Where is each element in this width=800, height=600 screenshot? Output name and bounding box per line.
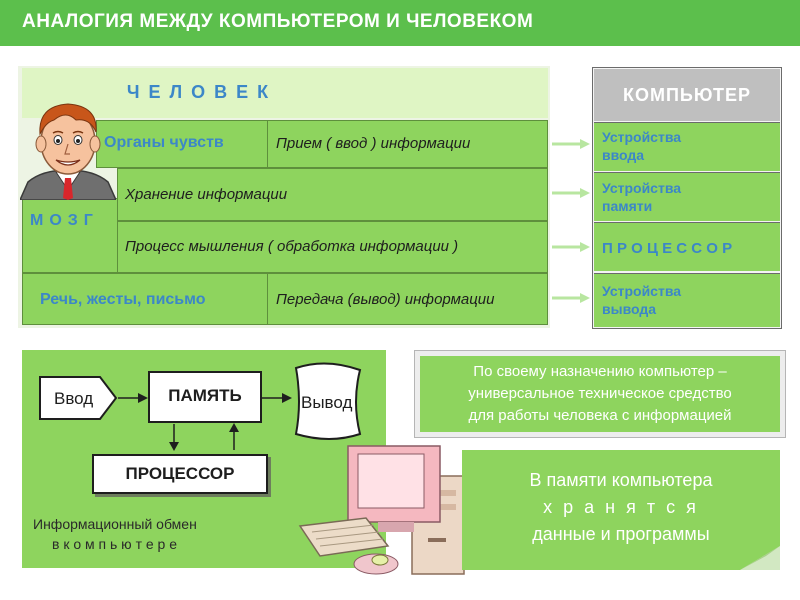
human-header-label: ЧЕЛОВЕК: [126, 82, 278, 102]
processor-block-label: ПРОЦЕССОР: [125, 464, 235, 483]
info-line1: По своему назначению компьютер –: [473, 363, 727, 380]
thinking-label: Процесс мышления ( обработка информации …: [125, 238, 459, 255]
senses-cell: [96, 120, 268, 168]
memory-note-line3: данные и программы: [532, 524, 710, 544]
scheme-caption-line2: в к о м п ь ю т е р е: [52, 536, 178, 552]
speech-cell: [22, 273, 268, 325]
info-line2: универсальное техническое средство: [468, 385, 732, 402]
memory-note-line2: х р а н я т с я: [543, 497, 699, 517]
input-block: [39, 376, 118, 420]
processor-label: П Р О Ц Е С С О Р: [602, 240, 733, 257]
brain-cell: [22, 198, 118, 273]
arrow-output: [552, 293, 590, 303]
computer-illustration-icon: [298, 445, 465, 575]
input-devices-cell: [594, 122, 780, 171]
senses-label: Органы чувств: [104, 134, 224, 151]
title-bar: [0, 0, 800, 46]
speech-label: Речь, жесты, письмо: [40, 291, 206, 308]
page-title: АНАЛОГИЯ МЕЖДУ КОМПЬЮТЕРОМ И ЧЕЛОВЕКОМ: [22, 11, 534, 32]
input-devices-line1: Устройства: [602, 129, 682, 145]
page-curl-icon: [740, 546, 780, 570]
output-cell: [267, 273, 548, 325]
scheme-caption-line1: Информационный обмен: [33, 516, 197, 532]
output-block-label: Вывод: [301, 393, 353, 412]
computer-header-label: КОМПЬЮТЕР: [623, 85, 751, 105]
output-label: Передача (вывод) информации: [276, 291, 495, 308]
thinking-cell: [117, 221, 548, 273]
input-label: Прием ( ввод ) информации: [276, 135, 471, 152]
processor-block: [92, 454, 268, 494]
memory-note-box: [462, 450, 780, 570]
arrow-memory-to-output: [262, 393, 292, 403]
output-devices-line2: вывода: [602, 301, 657, 317]
storage-cell: [117, 168, 548, 221]
processor-cell: [594, 222, 780, 271]
storage-label: Хранение информации: [125, 186, 288, 203]
input-cell: [267, 120, 548, 168]
man-face-icon: [20, 103, 116, 200]
arrow-input-to-memory: [118, 393, 148, 403]
memory-devices-line1: Устройства: [602, 180, 682, 196]
arrow-input: [552, 139, 590, 149]
memory-note-line1: В памяти компьютера: [529, 470, 713, 490]
input-devices-line2: ввода: [602, 147, 645, 163]
info-line3: для работы человека с информацией: [468, 407, 732, 424]
brain-label: МОЗГ: [30, 212, 99, 229]
memory-devices-cell: [594, 172, 780, 221]
arrow-processing: [552, 242, 590, 252]
memory-devices-line2: памяти: [602, 198, 653, 214]
memory-block: [148, 371, 262, 423]
human-header: [22, 68, 548, 118]
memory-processor-arrows: [169, 423, 239, 451]
memory-block-label: ПАМЯТЬ: [168, 386, 242, 405]
output-devices-line1: Устройства: [602, 283, 682, 299]
arrow-storage: [552, 188, 590, 198]
output-document-icon: [294, 362, 362, 440]
output-devices-cell: [594, 273, 780, 327]
info-box-inner: [420, 356, 780, 432]
input-block-label: Ввод: [54, 389, 94, 408]
computer-header: [594, 69, 780, 121]
